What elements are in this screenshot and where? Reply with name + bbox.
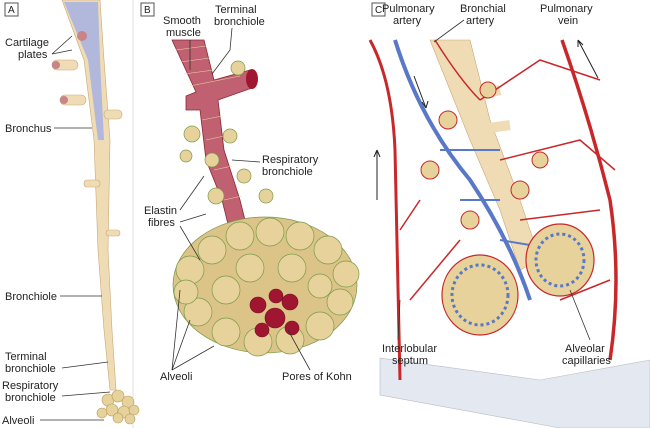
label-alveoli-a: Alveoli bbox=[2, 415, 34, 427]
label-cartilage-plates: Cartilage bbox=[5, 37, 49, 49]
panel-a-alveoli-cluster bbox=[96, 389, 140, 425]
cartilage-plates-shape bbox=[64, 2, 104, 140]
label-pulmonary-vein: Pulmonary bbox=[540, 3, 593, 15]
label-bronchus: Bronchus bbox=[5, 123, 52, 135]
label-pulmonary-vein-2: vein bbox=[558, 15, 578, 27]
label-bronchial-artery-2: artery bbox=[466, 15, 495, 27]
alveolar-capillary-clusters bbox=[420, 81, 595, 336]
smooth-muscle-bands bbox=[175, 45, 243, 201]
label-cartilage-plates-2: plates bbox=[18, 49, 48, 61]
panel-a-letter-box bbox=[4, 2, 19, 17]
label-pulmonary-artery-2: artery bbox=[393, 15, 422, 27]
label-smooth-muscle: Smooth bbox=[163, 15, 201, 27]
panel-b: B Smooth muscle Termi bbox=[140, 2, 360, 383]
bronchus-trunk bbox=[61, 0, 117, 391]
leader-pores bbox=[287, 329, 311, 371]
pulmonary-artery-vessel bbox=[393, 39, 532, 301]
bronchiole-opening bbox=[246, 69, 258, 89]
branch-openings bbox=[52, 31, 87, 104]
label-respiratory-bronchiole: Respiratory bbox=[2, 380, 59, 392]
panel-a-letter: A bbox=[8, 5, 15, 16]
pulmonary-vein-vessel bbox=[560, 39, 618, 361]
label-interlobular-septum-2: septum bbox=[392, 355, 428, 367]
flow-arrow-artery bbox=[413, 75, 427, 109]
label-pores-of-kohn: Pores of Kohn bbox=[282, 371, 352, 383]
respiratory-alveoli-buds bbox=[179, 60, 274, 205]
leader-cartilage bbox=[51, 35, 73, 55]
leader-terminal-b bbox=[211, 27, 233, 75]
leader-respiratory bbox=[61, 391, 111, 397]
label-pulmonary-artery: Pulmonary bbox=[382, 3, 435, 15]
panel-b-letter-box bbox=[140, 2, 155, 17]
panel-c: C Pulmonary artery Bronchial artery Pulm… bbox=[368, 2, 650, 428]
leader-alveoli-b bbox=[171, 289, 215, 371]
label-bronchiole: Bronchiole bbox=[5, 291, 57, 303]
panel-a: A Cartilage plates Bronchus Bronchiole T… bbox=[2, 0, 140, 427]
label-terminal-bronchiole-b: Terminal bbox=[215, 4, 257, 16]
bronchial-artery-and-venules bbox=[399, 39, 616, 301]
leader-bronchial-artery bbox=[433, 19, 465, 43]
flow-arrow-vein bbox=[577, 39, 599, 79]
panel-c-letter-box bbox=[371, 2, 386, 17]
leader-elastin bbox=[179, 175, 207, 261]
flow-arrow-artery-head bbox=[421, 100, 429, 109]
label-bronchial-artery: Bronchial bbox=[460, 3, 506, 15]
label-terminal-bronchiole-b-2: bronchiole bbox=[214, 16, 265, 28]
label-alveolar-capillaries-2: capillaries bbox=[562, 355, 611, 367]
leader-terminal bbox=[61, 361, 109, 369]
leader-capillaries bbox=[569, 289, 591, 341]
label-respiratory-bronchiole-b-2: bronchiole bbox=[262, 166, 313, 178]
alveolar-sac-cluster bbox=[172, 216, 360, 357]
label-alveoli-b: Alveoli bbox=[160, 371, 192, 383]
label-respiratory-bronchiole-2: bronchiole bbox=[5, 392, 56, 404]
panel-c-letter: C bbox=[375, 5, 382, 16]
flow-arrow-septum bbox=[373, 149, 381, 200]
label-alveolar-capillaries: Alveolar bbox=[565, 343, 605, 355]
septal-vein-left bbox=[368, 39, 402, 381]
label-respiratory-bronchiole-b: Respiratory bbox=[262, 154, 319, 166]
pleura-cell-layer bbox=[379, 357, 650, 428]
leader-interlobular bbox=[397, 299, 401, 341]
label-terminal-bronchiole: Terminal bbox=[5, 351, 47, 363]
label-interlobular-septum: Interlobular bbox=[382, 343, 437, 355]
label-elastin-fibres-2: fibres bbox=[148, 217, 175, 229]
label-smooth-muscle-2: muscle bbox=[166, 27, 201, 39]
leader-respiratory-b bbox=[231, 159, 261, 163]
label-terminal-bronchiole-2: bronchiole bbox=[5, 363, 56, 375]
panel-b-letter: B bbox=[144, 5, 151, 16]
label-elastin-fibres: Elastin bbox=[144, 205, 177, 217]
pores-of-kohn-cluster bbox=[249, 288, 300, 338]
bronchiole-c bbox=[429, 39, 541, 271]
